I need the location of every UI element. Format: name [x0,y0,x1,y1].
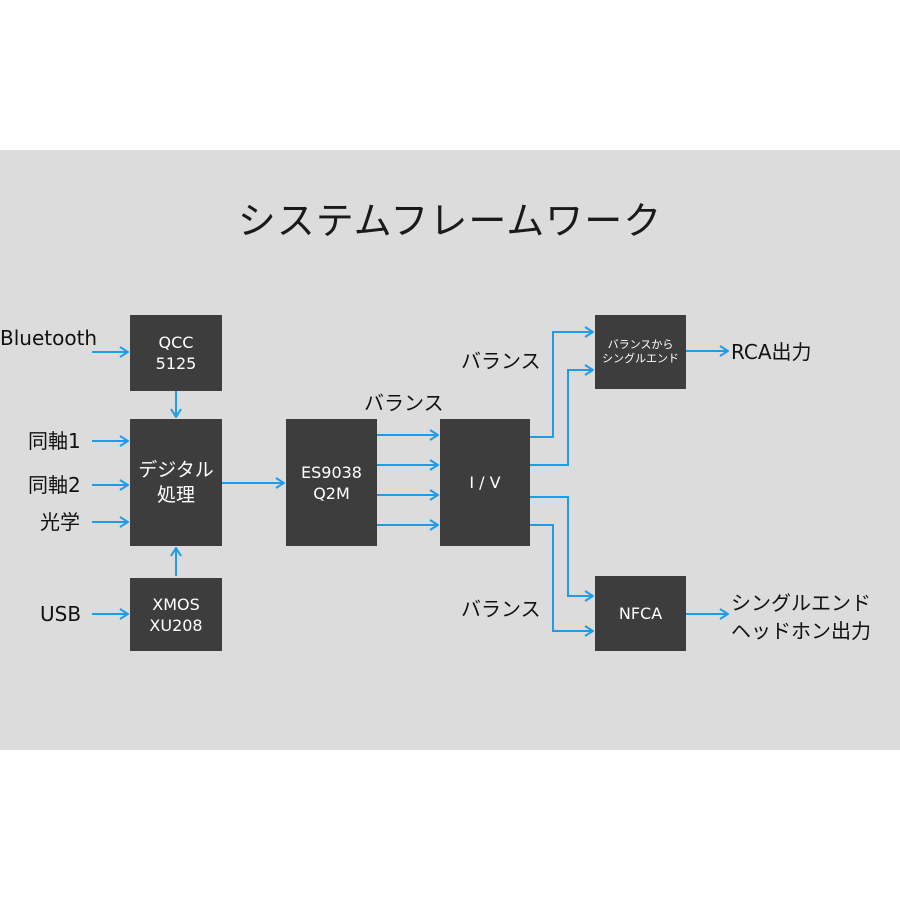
block-dac-line1: ES9038 [301,462,362,482]
block-nfca: NFCA [595,576,686,651]
input-coax2-label: 同軸2 [28,473,81,497]
block-iv-label: I / V [469,473,501,492]
block-qcc5125-line2: 5125 [155,354,197,373]
block-digital-processing-line1: デジタル [138,458,214,481]
input-bluetooth-label: Bluetooth [0,326,98,350]
label-balanced-dac: バランス [364,391,444,415]
block-xmos-line1: XMOS [152,594,200,614]
output-headphone-line1: シングルエンド [731,591,871,615]
block-es9038q2m-dac: ES9038 Q2M [286,419,377,546]
input-usb-label: USB [40,602,82,626]
block-bal2se-line2: シングルエンド [602,352,679,365]
block-dac-line2: Q2M [313,483,350,503]
block-qcc5125-line1: QCC [158,333,194,352]
block-qcc5125: QCC 5125 [130,315,222,391]
block-nfca-label: NFCA [618,604,663,623]
block-bal2se-line1: バランスから [607,338,674,351]
label-balanced-lower: バランス [461,597,541,621]
diagram-title: システムフレームワーク [237,199,663,243]
block-digital-processing-line2: 処理 [156,483,195,506]
output-headphone-line2: ヘッドホン出力 [731,619,871,643]
input-coax1-label: 同軸1 [28,429,81,453]
block-xmos-xu208: XMOS XU208 [130,578,222,651]
output-rca-label: RCA出力 [731,340,812,364]
input-optical-label: 光学 [40,510,80,534]
block-digital-processing: デジタル 処理 [130,419,222,546]
block-balanced-to-single-ended: バランスから シングルエンド [595,315,686,389]
label-balanced-upper: バランス [461,349,541,373]
block-iv-converter: I / V [440,419,530,546]
block-xmos-line2: XU208 [149,615,203,635]
